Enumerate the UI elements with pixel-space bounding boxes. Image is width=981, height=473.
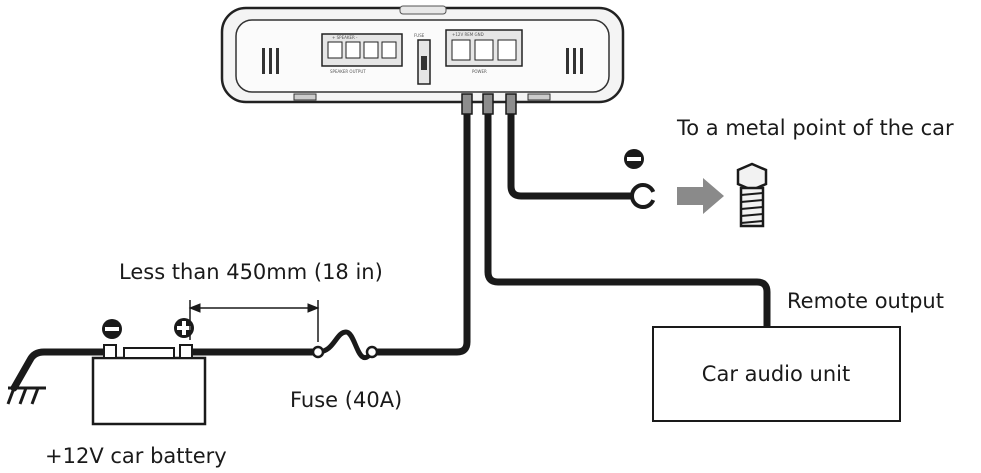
distance-label: Less than 450mm (18 in) <box>119 260 383 284</box>
chassis-ground-icon <box>6 386 46 405</box>
ground-wire <box>507 108 636 200</box>
car-battery <box>91 344 207 426</box>
arrow-to-bolt-icon <box>677 178 724 214</box>
car-audio-unit-label: Car audio unit <box>702 362 850 386</box>
fuse-tag: FUSE <box>414 33 425 38</box>
battery-label: +12V car battery <box>45 444 227 468</box>
amplifier-vent-left <box>262 48 279 74</box>
speaker-group-label: + SPEAKER - <box>332 35 358 40</box>
wire-boots <box>461 93 517 115</box>
fuse-label: Fuse (40A) <box>290 388 402 412</box>
speaker-terminal-block: + SPEAKER - SPEAKER OUTPUT <box>321 33 403 74</box>
power-group-label: +12V REM GND <box>452 32 484 37</box>
power-terminal-block: +12V REM GND POWER <box>445 29 523 74</box>
power-wire <box>368 108 471 356</box>
inline-fuse <box>311 329 379 361</box>
distance-dimension <box>188 300 320 342</box>
minus-icon-ground <box>624 149 644 169</box>
bolt-icon <box>736 162 768 228</box>
amplifier-fuse-holder: FUSE <box>414 33 431 85</box>
minus-icon-battery <box>102 319 122 339</box>
wires <box>10 108 771 392</box>
car-audio-unit <box>652 326 901 422</box>
remote-wire <box>484 108 771 331</box>
power-caption: POWER <box>472 69 487 74</box>
amplifier: + SPEAKER - SPEAKER OUTPUT FUSE +12V REM… <box>220 5 625 104</box>
remote-output-label: Remote output <box>787 289 944 313</box>
ground-target-label: To a metal point of the car <box>676 116 954 140</box>
speaker-caption: SPEAKER OUTPUT <box>330 69 366 74</box>
plus-icon-battery <box>174 318 194 338</box>
amplifier-vent-right <box>566 48 583 74</box>
battery-negative-wire <box>10 348 112 392</box>
ring-terminal <box>630 183 658 209</box>
